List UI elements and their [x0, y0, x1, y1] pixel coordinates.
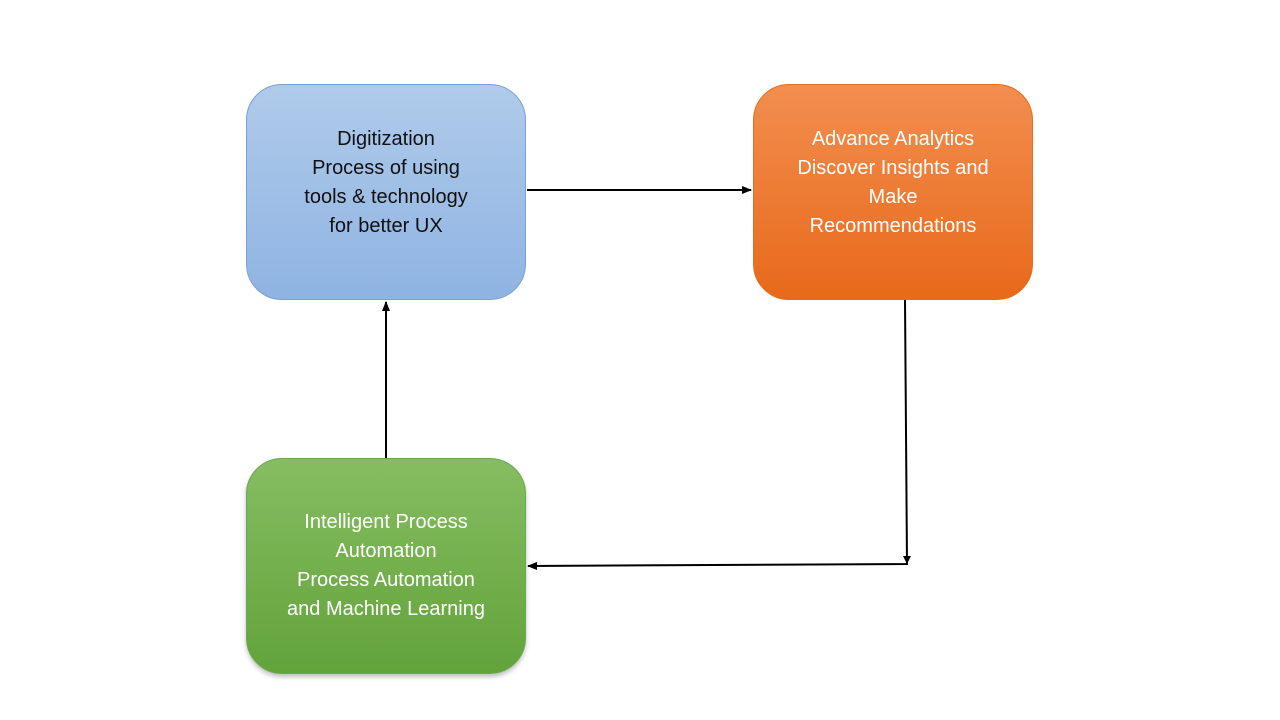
node-advance-analytics-title: Advance Analytics — [811, 128, 975, 150]
node-digitization-text: Digitization Process of using tools & te… — [304, 125, 467, 241]
node-advance-analytics: Advance Analytics Discover Insights and … — [753, 84, 1033, 300]
node-advance-analytics-line-2: Discover Insights and — [797, 157, 989, 179]
node-automation-line-2: Automation — [335, 540, 437, 562]
node-advance-analytics-line-3: Make — [868, 186, 918, 208]
node-advance-analytics-line-4: Recommendations — [809, 215, 977, 237]
node-intelligent-process-automation-text: Intelligent Process Automation Process A… — [287, 508, 485, 624]
node-advance-analytics-text: Advance Analytics Discover Insights and … — [797, 125, 988, 241]
node-automation-line-4: and Machine Learning — [287, 598, 485, 620]
node-digitization-line-2: Process of using — [312, 157, 460, 179]
connector-analytics-to-automation — [527, 299, 909, 570]
connector-corner-arrowhead — [903, 556, 911, 564]
node-digitization: Digitization Process of using tools & te… — [246, 84, 526, 300]
node-intelligent-process-automation: Intelligent Process Automation Process A… — [246, 458, 526, 674]
node-digitization-title: Digitization — [337, 128, 435, 150]
node-digitization-line-4: for better UX — [329, 215, 443, 237]
node-digitization-line-3: tools & technology — [304, 186, 468, 208]
node-automation-title: Intelligent Process — [304, 511, 468, 533]
node-automation-line-3: Process Automation — [297, 569, 475, 591]
